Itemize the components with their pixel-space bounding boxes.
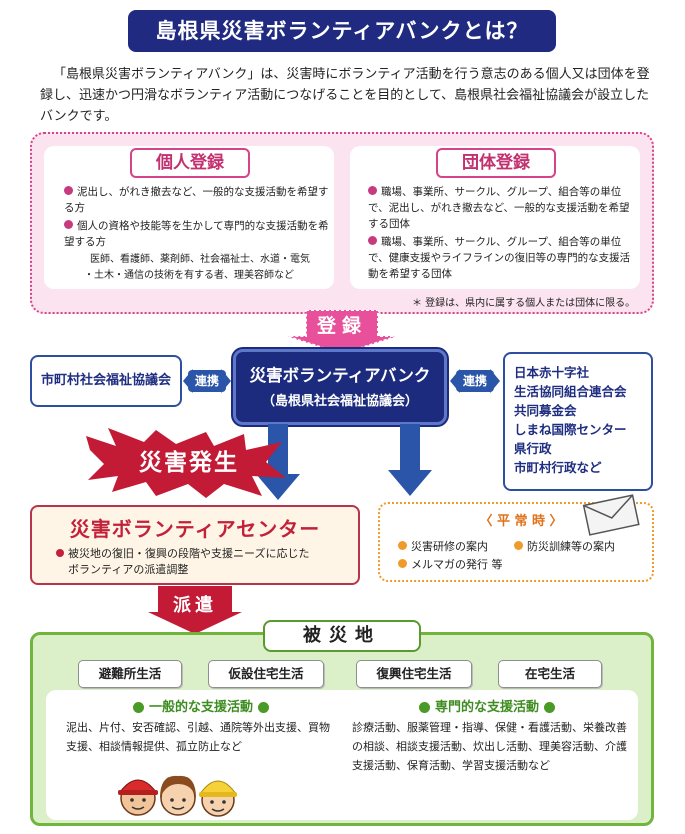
dispatch-arrow-icon xyxy=(148,586,242,634)
affected-area-heading: 被災地 xyxy=(263,620,421,652)
bank-subtitle: （島根県社会福祉協議会） xyxy=(261,394,418,409)
specialized-support-text: 診療活動、服薬管理・指導、保健・看護活動、栄養改善の相談、相談支援活動、炊出し活… xyxy=(352,721,627,772)
down-arrow-normal-icon xyxy=(388,424,432,496)
link-label-left: 連携 xyxy=(188,370,226,392)
partner-item: 生活協同組合連合会 xyxy=(514,384,627,399)
normal-item: 防災訓練等の案内 xyxy=(514,538,650,554)
group-item-1: 職場、事業所、サークル、グループ、組合等の単位で、泥出し、がれき撤去など、一般的… xyxy=(368,186,630,230)
envelope-icon xyxy=(582,494,640,536)
partner-item: しまね国際センター xyxy=(514,422,627,437)
down-arrow-center-icon xyxy=(256,424,300,500)
bullet-dot xyxy=(368,236,377,245)
specialized-support-heading: 専門的な支援活動 xyxy=(356,696,618,715)
group-heading: 団体登録 xyxy=(436,148,556,178)
volunteer-center-box: 災害ボランティアセンター 被災地の復旧・復興の段階や支援ニーズに応じた ボランテ… xyxy=(30,505,360,585)
registration-note: ＊ 登録は、県内に属する個人または団体に限る。 xyxy=(412,298,636,309)
bullet-dot xyxy=(543,702,555,713)
bullet-dot xyxy=(398,541,407,550)
bullet-dot xyxy=(64,186,73,195)
bank-title: 災害ボランティアバンク xyxy=(249,366,431,385)
life-stage-evacuation: 避難所生活 xyxy=(78,660,182,688)
bullet-dot xyxy=(133,702,145,713)
bullet-dot xyxy=(398,559,407,568)
partner-organizations-box: 日本赤十字社 生活協同組合連合会 共同募金会 しまね国際センター 県行政 市町村… xyxy=(503,352,653,491)
general-support-heading: 一般的な支援活動 xyxy=(70,696,332,715)
individual-detail-1: 医師、看護師、薬剤師、社会福祉士、水道・電気 xyxy=(90,254,310,265)
bullet-dot xyxy=(257,702,269,713)
intro-text: 「島根県災害ボランティアバンク」は、災害時にボランティア活動を行う意志のある個人… xyxy=(40,67,650,124)
individual-item-2: 個人の資格や技能等を生かして専門的な支援活動を希望する方 xyxy=(64,220,329,248)
volunteers-illustration-icon xyxy=(118,775,237,817)
disaster-label: 災害発生 xyxy=(139,450,239,476)
normal-item: メルマガの発行 等 xyxy=(398,556,538,572)
normal-item: 災害研修の案内 xyxy=(398,538,518,554)
individual-item-1: 泥出し、がれき撤去など、一般的な支援活動を希望する方 xyxy=(64,186,329,214)
volunteer-bank-box: 災害ボランティアバンク （島根県社会福祉協議会） xyxy=(233,349,447,425)
life-stage-temporary-housing: 仮設住宅生活 xyxy=(208,660,324,688)
register-arrow-icon xyxy=(286,310,398,354)
life-stage-home: 在宅生活 xyxy=(498,660,602,688)
dispatch-label: 派遣 xyxy=(173,595,217,616)
center-title: 災害ボランティアセンター xyxy=(69,517,321,541)
life-stage-recovery-housing: 復興住宅生活 xyxy=(356,660,472,688)
partner-item: 共同募金会 xyxy=(514,403,577,418)
partner-item: 県行政 xyxy=(514,441,552,456)
bullet-dot xyxy=(514,541,523,550)
city-council-box: 市町村社会福祉協議会 xyxy=(30,355,182,407)
link-label-right: 連携 xyxy=(456,370,494,392)
bullet-dot xyxy=(56,549,64,557)
normal-time-heading: 〈 平 常 時 〉 xyxy=(479,514,563,529)
individual-detail-2: ・土木・通信の技術を有する者、理美容師など xyxy=(84,270,294,281)
disaster-burst-icon xyxy=(86,428,286,498)
general-support-text: 泥出、片付、安否確認、引越、通院等外出支援、買物支援、相談情報提供、孤立防止など xyxy=(66,721,330,753)
group-item-2: 職場、事業所、サークル、グループ、組合等の単位で、健康支援やライフラインの復旧等… xyxy=(368,236,631,280)
partner-item: 日本赤十字社 xyxy=(514,365,590,380)
center-description: 被災地の復旧・復興の段階や支援ニーズに応じた ボランティアの派遣調整 xyxy=(56,546,358,578)
register-label: 登録 xyxy=(316,315,367,337)
bullet-dot xyxy=(419,702,431,713)
page-title: 島根県災害ボランティアバンクとは？ xyxy=(128,10,556,52)
bullet-dot xyxy=(368,186,377,195)
partner-item: 市町村行政など xyxy=(514,460,602,475)
individual-heading: 個人登録 xyxy=(130,148,250,178)
bullet-dot xyxy=(64,220,73,229)
